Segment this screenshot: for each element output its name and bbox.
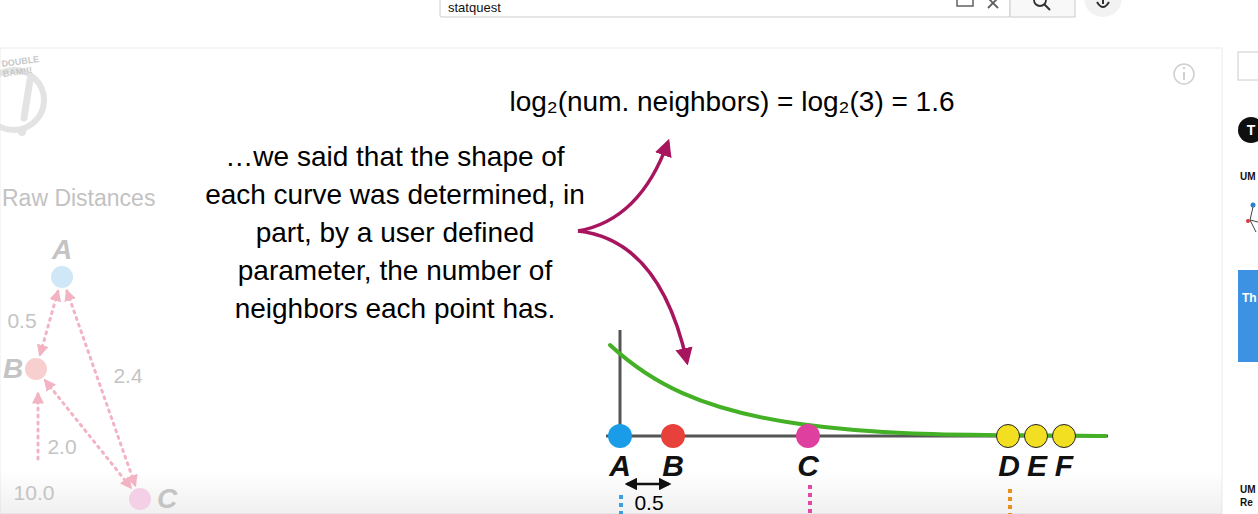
y-axis: [619, 330, 622, 436]
node-label: D: [998, 451, 1020, 481]
sidebar-thumbnail: [1250, 207, 1258, 232]
distance-connector: [67, 291, 135, 485]
node-label: B: [662, 451, 684, 481]
distance-label: 10.0: [8, 481, 60, 505]
dimension-arrow: [627, 483, 669, 486]
mic-icon: [1097, 0, 1109, 7]
data-point: E: [1024, 424, 1048, 448]
point-circle: [25, 358, 47, 380]
sidebar-text: Re: [1240, 497, 1253, 509]
node-label: A: [52, 236, 72, 264]
mic-button: [1084, 0, 1122, 17]
dimension-label: 0.5: [628, 491, 670, 514]
sidebar-text: UM: [1240, 171, 1256, 183]
node-label: T: [1247, 123, 1256, 137]
callout-arrow: [578, 231, 687, 362]
faded-point: B: [25, 358, 47, 380]
info-icon: [1174, 64, 1194, 84]
tick-line: [808, 485, 812, 514]
tick-line: [619, 495, 623, 514]
sidebar-thumbnail: Th: [1238, 270, 1258, 362]
search-button: [1010, 0, 1075, 17]
tick-line: [1008, 489, 1012, 514]
sidebar-text: UM: [1240, 484, 1256, 496]
similarity-curve: [610, 345, 1105, 436]
logo-text: DOUBLE BAM!!!: [1, 53, 47, 80]
node-label: B: [3, 355, 23, 383]
logo-shape: [18, 128, 26, 136]
logo-shape: [0, 70, 44, 130]
faded-point: C: [129, 488, 151, 510]
distance-connector: [45, 381, 130, 488]
point-circle: [1024, 424, 1048, 448]
info-icon: [1183, 72, 1185, 80]
search-box: [440, 0, 1010, 17]
panel-heading: Raw Distances: [2, 185, 155, 211]
data-point: C: [796, 424, 820, 448]
point-circle: [1238, 117, 1258, 143]
clear-icon: [988, 0, 998, 8]
data-point: F: [1052, 424, 1076, 448]
distance-label: 2.4: [111, 365, 144, 386]
faded-distance-line: [37, 394, 40, 460]
search-text: statquest: [448, 1, 501, 16]
video-frame: [0, 48, 1222, 514]
point-circle: [996, 424, 1020, 448]
node-label: A: [609, 451, 631, 481]
sidebar-chip: T: [1238, 117, 1258, 143]
node-label: E: [1027, 451, 1047, 481]
formula: log₂(num. neighbors) = log₂(3) = 1.6: [432, 86, 1032, 118]
video-bottom-fade: [0, 470, 1222, 514]
sidebar-thumbnail: [1246, 219, 1250, 223]
data-point: D: [996, 424, 1020, 448]
distance-label: 2.0: [45, 436, 78, 457]
node-label: Th: [1242, 292, 1257, 304]
logo-shape: [24, 80, 30, 118]
data-point: A: [608, 424, 632, 448]
callout-arrow: [578, 142, 668, 231]
point-circle: [1052, 424, 1076, 448]
node-label: F: [1055, 451, 1073, 481]
node-label: C: [157, 485, 177, 513]
info-icon: [1183, 67, 1186, 70]
node-label: C: [797, 451, 819, 481]
sidebar-box: [1238, 52, 1258, 80]
search-icon-handle: [1044, 4, 1050, 10]
faded-point: A: [51, 266, 73, 288]
callout-text: …we said that the shape of each curve wa…: [193, 138, 597, 328]
distance-connector: [40, 291, 58, 354]
keyboard-icon: [957, 0, 973, 6]
point-circle: [608, 424, 632, 448]
data-point: B: [661, 424, 685, 448]
panel-rect: [1238, 270, 1258, 362]
point-circle: [129, 488, 151, 510]
point-circle: [51, 266, 73, 288]
distance-label: 0.5: [5, 310, 38, 331]
point-circle: [796, 424, 820, 448]
point-circle: [661, 424, 685, 448]
sidebar-thumbnail: [1251, 203, 1256, 208]
